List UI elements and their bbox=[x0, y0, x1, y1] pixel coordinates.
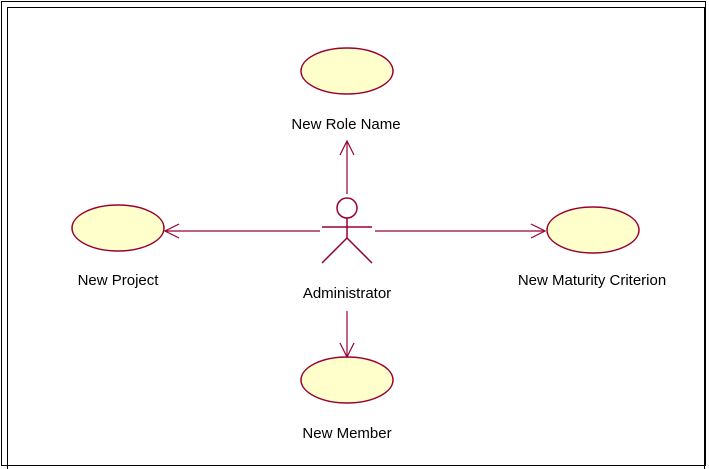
association-to-new-role-name[interactable] bbox=[339, 139, 355, 194]
label-new-role-name: New Role Name bbox=[291, 116, 400, 133]
use-case-new-project[interactable] bbox=[71, 204, 165, 252]
association-to-new-member[interactable] bbox=[339, 311, 355, 359]
actor-right-leg bbox=[346, 237, 373, 264]
association-to-new-maturity-criterion[interactable] bbox=[375, 223, 547, 239]
label-new-maturity-criterion: New Maturity Criterion bbox=[518, 272, 666, 289]
label-new-member: New Member bbox=[302, 425, 391, 442]
use-case-new-maturity-criterion[interactable] bbox=[546, 206, 640, 254]
label-new-project: New Project bbox=[78, 272, 160, 289]
label-administrator: Administrator bbox=[303, 285, 391, 302]
actor-left-leg bbox=[321, 237, 348, 264]
association-to-new-project[interactable] bbox=[163, 223, 320, 239]
diagram-frame bbox=[7, 7, 705, 469]
use-case-new-role-name[interactable] bbox=[300, 47, 394, 95]
actor-administrator[interactable] bbox=[321, 197, 373, 264]
actor-head bbox=[336, 197, 358, 219]
use-case-new-member[interactable] bbox=[300, 356, 394, 404]
